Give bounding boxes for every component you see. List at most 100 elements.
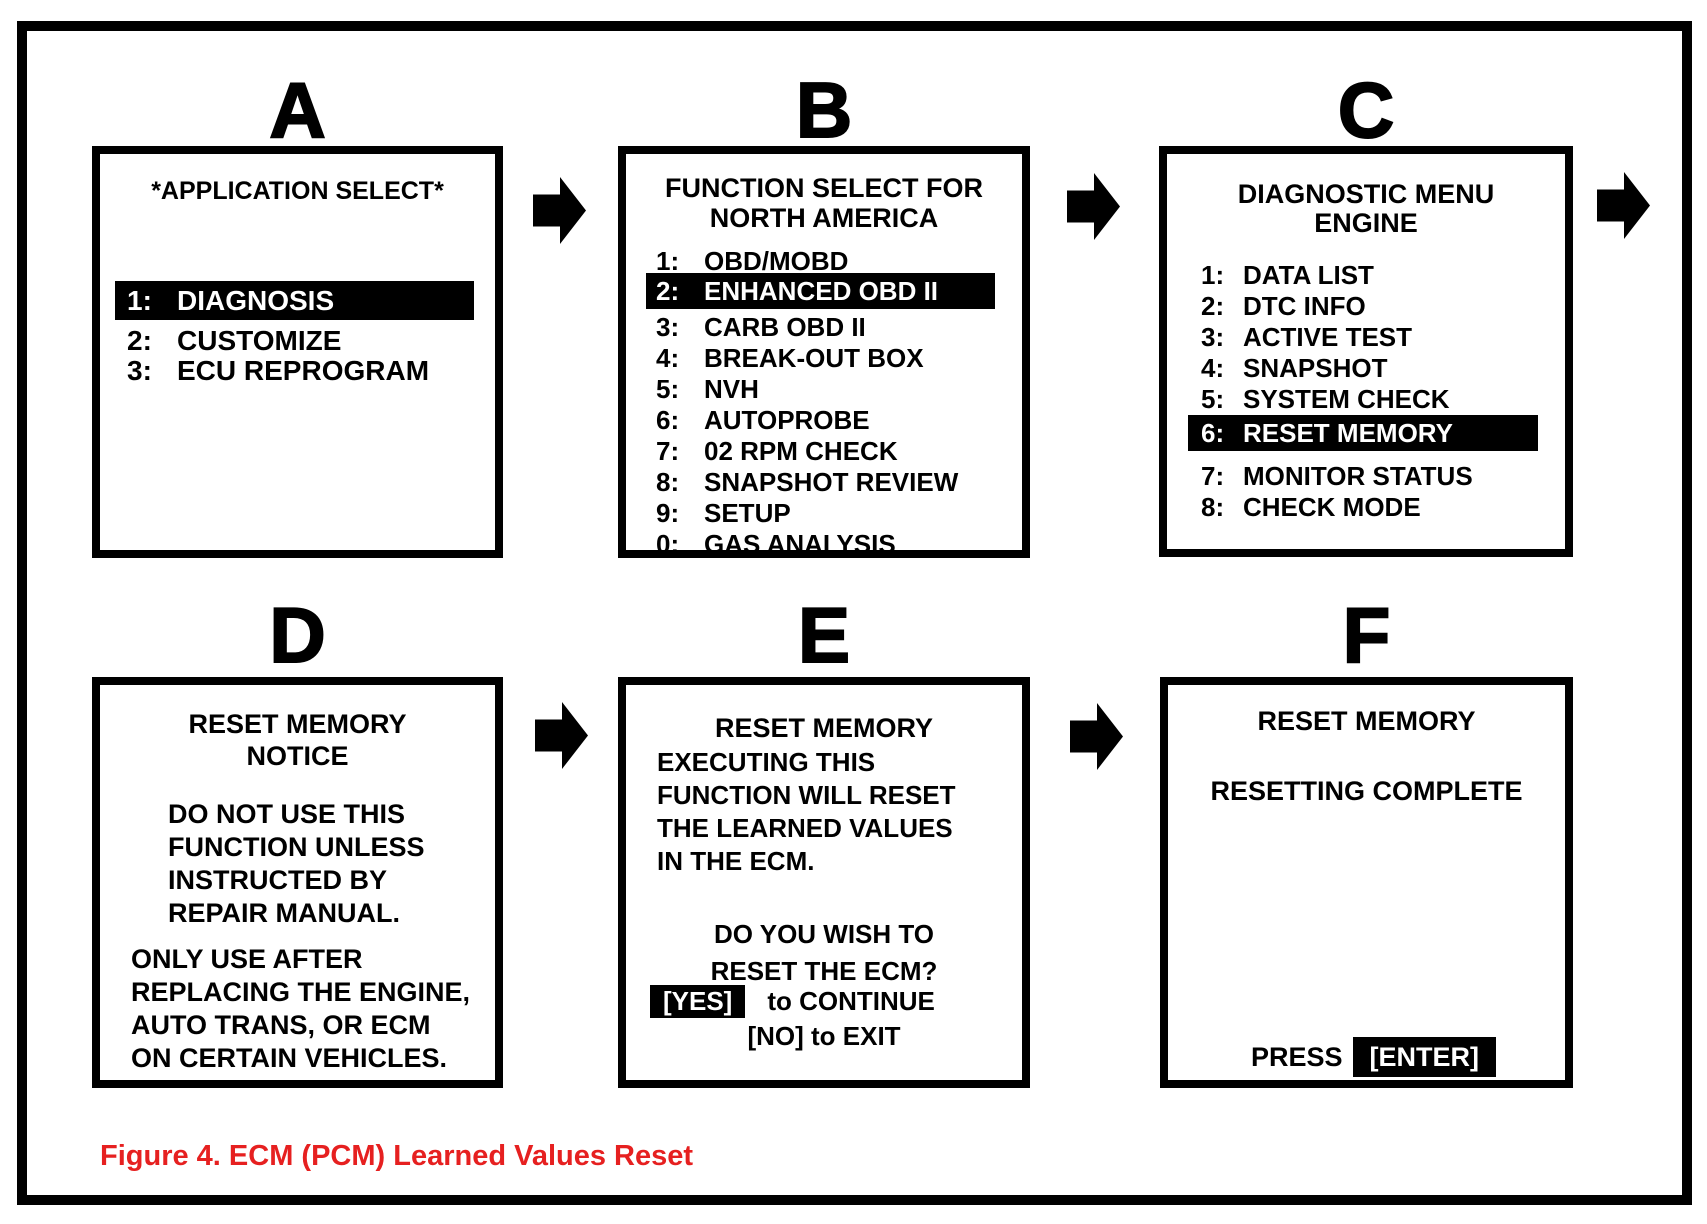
menu-item-number: 8:: [656, 467, 680, 497]
menu-item-snapshot-review: 8: SNAPSHOT REVIEW: [646, 467, 995, 498]
panel-label-b: B: [795, 66, 853, 154]
menu-item-data-list: 1: DATA LIST: [1188, 260, 1538, 291]
menu-item-obd-mobd: 1: OBD/MOBD: [646, 246, 995, 277]
menu-item-number: 8:: [1201, 492, 1225, 522]
menu-item-number: 5:: [656, 374, 680, 404]
header-line: RESET MEMORY: [188, 709, 407, 739]
menu-item-number: 1:: [1201, 260, 1225, 290]
notice-paragraph-2: ONLY USE AFTER REPLACING THE ENGINE, AUT…: [131, 943, 470, 1075]
menu-item-number: 4:: [1201, 353, 1225, 383]
menu-item-number: 1:: [127, 285, 152, 316]
notice-paragraph-1: DO NOT USE THIS FUNCTION UNLESS INSTRUCT…: [168, 798, 425, 930]
resetting-complete-status: RESETTING COMPLETE: [1210, 776, 1523, 806]
menu-item-number: 6:: [656, 405, 680, 435]
enter-key: [ENTER]: [1352, 1037, 1497, 1077]
menu-item-carb-obd-ii: 3: CARB OBD II: [646, 312, 995, 343]
menu-item-number: 3:: [127, 355, 152, 386]
menu-item-setup: 9: SETUP: [646, 498, 995, 529]
panel-label-c: C: [1337, 66, 1395, 154]
menu-item-label: BREAK-OUT BOX: [704, 343, 924, 373]
menu-item-number: 6:: [1201, 418, 1225, 448]
press-enter-line: PRESS [ENTER]: [1251, 1037, 1497, 1077]
menu-item-snapshot: 4: SNAPSHOT: [1188, 353, 1538, 384]
yes-continue-line: [YES] to CONTINUE: [650, 985, 935, 1018]
flow-arrow-icon: [1070, 703, 1123, 770]
menu-item-dtc-info: 2: DTC INFO: [1188, 291, 1538, 322]
menu-item-label: RESET MEMORY: [1243, 418, 1453, 448]
screen-b-header: FUNCTION SELECT FOR NORTH AMERICA: [626, 173, 1022, 233]
menu-item-label: DATA LIST: [1243, 260, 1374, 290]
menu-item-number: 5:: [1201, 384, 1225, 414]
menu-item-label: DTC INFO: [1243, 291, 1366, 321]
header-line: *APPLICATION SELECT*: [151, 177, 444, 205]
flow-arrow-icon: [535, 702, 588, 769]
menu-item-number: 3:: [656, 312, 680, 342]
screen-a-menu: 1: DIAGNOSIS 2: CUSTOMIZE 3: ECU REPROGR…: [115, 281, 474, 386]
screen-function-select: FUNCTION SELECT FOR NORTH AMERICA 1: OBD…: [618, 146, 1030, 560]
menu-item-number: 4:: [656, 343, 680, 373]
menu-item-reset-memory: 6: RESET MEMORY: [1188, 415, 1538, 451]
menu-item-diagnosis: 1: DIAGNOSIS: [115, 281, 474, 320]
notice-line: DO NOT USE THIS: [168, 799, 406, 829]
flow-arrow-icon: [533, 177, 586, 244]
menu-item-number: 7:: [1201, 461, 1225, 491]
notice-line: INSTRUCTED BY: [168, 865, 388, 895]
menu-item-nvh: 5: NVH: [646, 374, 995, 405]
warning-line: IN THE ECM.: [657, 846, 815, 876]
screen-e-title: RESET MEMORY: [714, 713, 934, 743]
yes-key: [YES]: [650, 985, 746, 1018]
menu-item-label: GAS ANALYSIS: [704, 529, 896, 559]
menu-item-check-mode: 8: CHECK MODE: [1188, 492, 1538, 523]
warning-line: FUNCTION WILL RESET: [657, 780, 956, 810]
no-exit-line: [NO] to EXIT: [747, 1021, 901, 1051]
menu-item-gas-analysis: 0: GAS ANALYSIS: [646, 529, 995, 560]
menu-item-number: 2:: [656, 276, 680, 306]
notice-line: AUTO TRANS, OR ECM: [131, 1010, 431, 1040]
notice-line: REPAIR MANUAL.: [168, 898, 400, 928]
menu-item-label: SNAPSHOT: [1243, 353, 1388, 383]
warning-line: EXECUTING THIS: [657, 747, 876, 777]
menu-item-number: 2:: [127, 325, 152, 356]
menu-item-active-test: 3: ACTIVE TEST: [1188, 322, 1538, 353]
panel-label-a: A: [268, 66, 326, 154]
menu-item-label: CARB OBD II: [704, 312, 866, 342]
screen-c-menu: 1: DATA LIST 2: DTC INFO 3: ACTIVE TEST …: [1188, 260, 1538, 523]
menu-item-enhanced-obd-ii: 2: ENHANCED OBD II: [646, 273, 995, 309]
menu-item-number: 1:: [656, 246, 680, 276]
question-line: DO YOU WISH TO: [713, 919, 935, 949]
reset-warning-text: EXECUTING THIS FUNCTION WILL RESET THE L…: [657, 746, 956, 878]
menu-item-number: 3:: [1201, 322, 1225, 352]
notice-line: FUNCTION UNLESS: [168, 832, 425, 862]
screen-d-header: RESET MEMORY NOTICE: [100, 708, 495, 772]
menu-item-label: ACTIVE TEST: [1243, 322, 1413, 352]
header-line: NOTICE: [246, 741, 349, 771]
panel-label-e: E: [797, 591, 851, 679]
panel-label-f: F: [1342, 591, 1392, 679]
screen-reset-memory-confirm: RESET MEMORY EXECUTING THIS FUNCTION WIL…: [618, 677, 1030, 1088]
screen-a-header: *APPLICATION SELECT*: [100, 178, 495, 205]
header-line: ENGINE: [1314, 208, 1418, 238]
screen-application-select: *APPLICATION SELECT* 1: DIAGNOSIS 2: CUS…: [92, 146, 503, 558]
menu-item-label: SNAPSHOT REVIEW: [704, 467, 959, 497]
menu-item-label: ENHANCED OBD II: [704, 276, 939, 306]
reset-question: DO YOU WISH TO RESET THE ECM?: [626, 916, 1022, 990]
menu-item-monitor-status: 7: MONITOR STATUS: [1188, 461, 1538, 492]
panel-label-d: D: [268, 591, 326, 679]
menu-item-label: SETUP: [704, 498, 791, 528]
header-line: FUNCTION SELECT FOR: [665, 173, 983, 203]
flow-arrow-icon: [1067, 173, 1120, 240]
notice-line: REPLACING THE ENGINE,: [131, 977, 471, 1007]
menu-item-label: MONITOR STATUS: [1243, 461, 1473, 491]
header-line: DIAGNOSTIC MENU: [1237, 179, 1495, 209]
screen-reset-memory-notice: RESET MEMORY NOTICE DO NOT USE THIS FUNC…: [92, 677, 503, 1088]
menu-item-number: 7:: [656, 436, 680, 466]
menu-item-number: 2:: [1201, 291, 1225, 321]
header-line: NORTH AMERICA: [709, 203, 939, 233]
flow-arrow-icon: [1597, 172, 1650, 239]
menu-item-system-check: 5: SYSTEM CHECK: [1188, 384, 1538, 415]
menu-item-number: 9:: [656, 498, 680, 528]
menu-item-number: 0:: [656, 529, 680, 559]
menu-item-label: SYSTEM CHECK: [1243, 384, 1450, 414]
notice-line: ONLY USE AFTER: [131, 944, 363, 974]
